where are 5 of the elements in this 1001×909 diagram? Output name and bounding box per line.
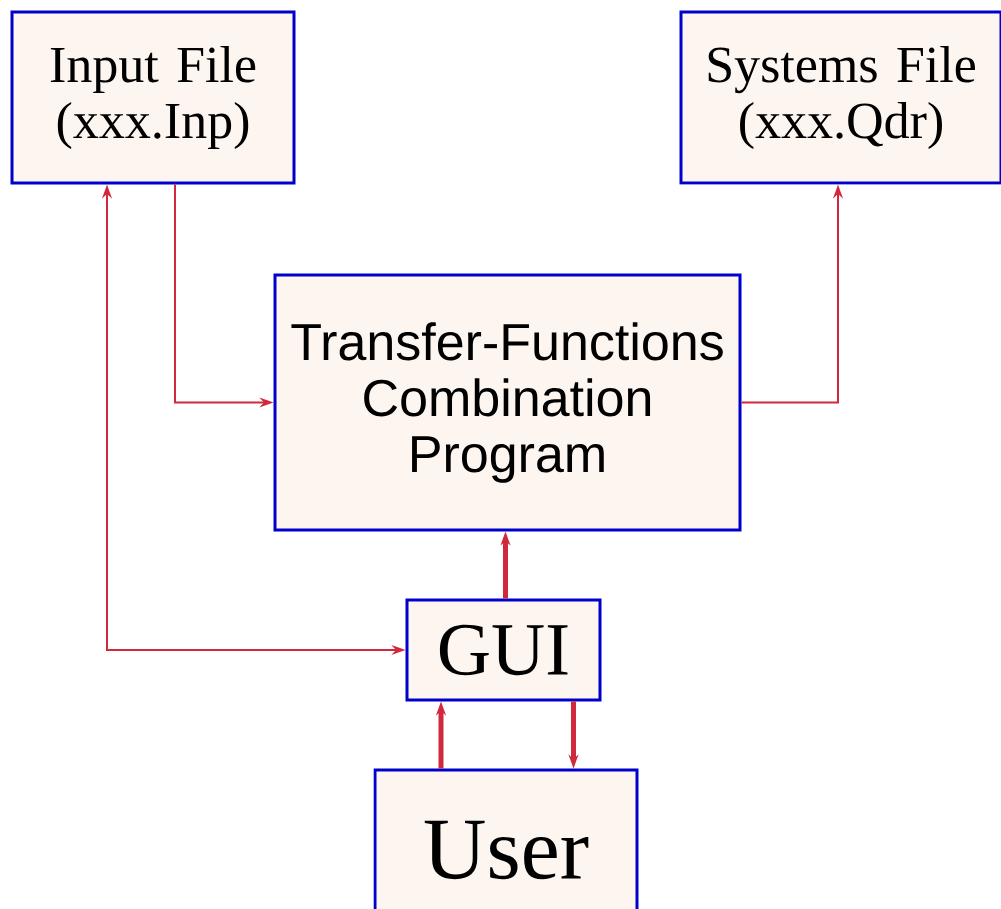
box: GUI [405,598,602,702]
box: Systems File (xxx.Qdr) [679,10,1001,185]
box: User [373,768,639,909]
box: Transfer-Functions Combination Program [273,273,742,532]
box: Input File (xxx.Inp) [10,10,296,185]
